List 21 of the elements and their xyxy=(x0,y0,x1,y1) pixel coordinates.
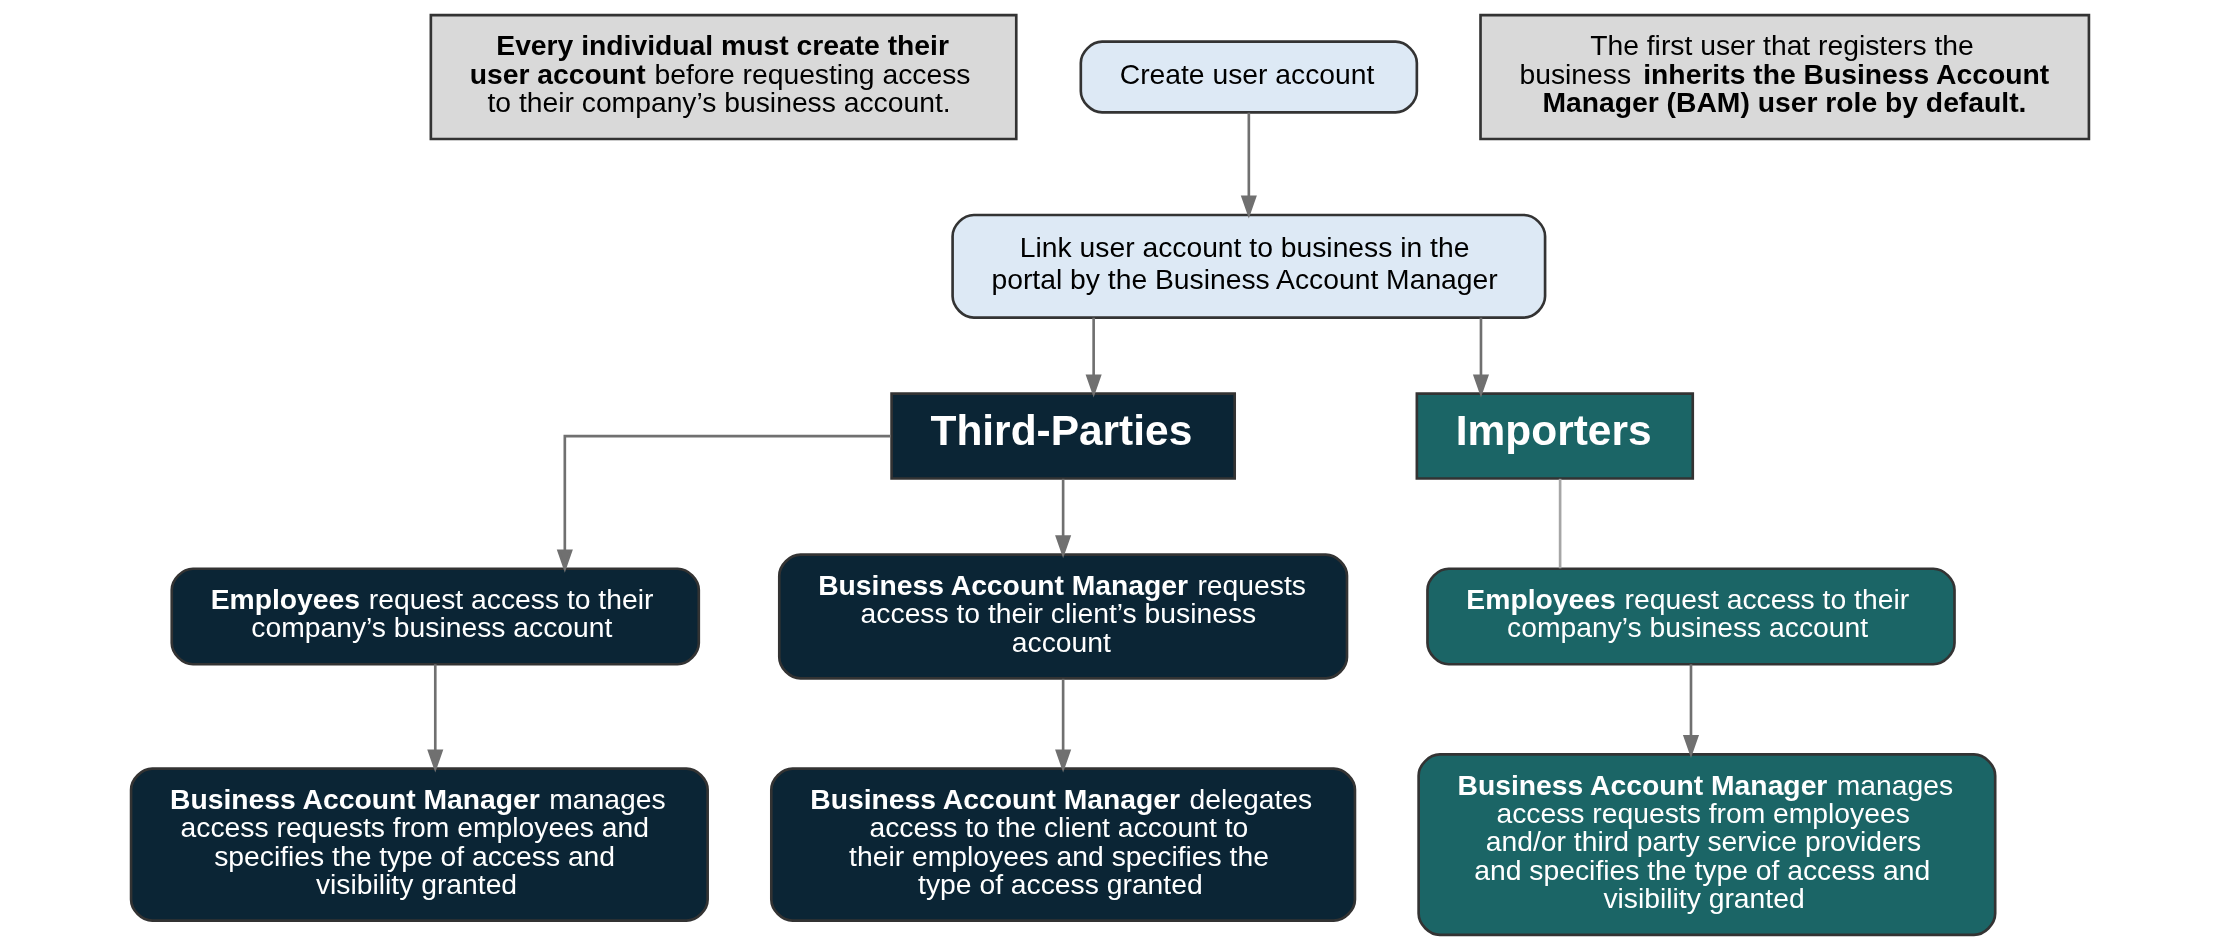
arrow xyxy=(1682,664,1699,759)
arrow xyxy=(426,664,443,773)
node-box: Create user account xyxy=(1079,40,1418,114)
node-box: Business Account Manager manages access requests from employees and specifies the type of access and visibility granted xyxy=(129,767,709,922)
arrow xyxy=(1054,678,1071,773)
node-box: Every individual must create their user account before requesting access to their company’s business account. xyxy=(429,13,1018,141)
arrow xyxy=(1085,317,1102,398)
node-box: Link user account to business in the portal by the Business Account Manager xyxy=(950,213,1546,319)
node-box: Importers xyxy=(1415,392,1694,480)
arrow xyxy=(1054,478,1071,559)
node-box: Business Account Manager requests access to their client’s business account xyxy=(777,553,1348,680)
arrow xyxy=(1472,317,1489,398)
node-box: Business Account Manager manages access requests from employees and/or third party service providers and specifies the type of access and visibility granted xyxy=(1416,753,1996,937)
node-box: Employees request access to their company’s business account xyxy=(169,567,700,666)
connector xyxy=(1558,478,1561,569)
arrow xyxy=(1240,112,1257,219)
node-box: Third-Parties xyxy=(889,392,1236,480)
node-box: Business Account Manager delegates access to the client account to their employees and specifies the type of access granted xyxy=(769,767,1356,922)
node-box: The first user that registers the business inherits the Business Account Manager (BAM) user role by default. xyxy=(1478,13,2090,141)
arrow xyxy=(556,434,891,573)
node-box: Employees request access to their company’s business account xyxy=(1425,567,1956,666)
